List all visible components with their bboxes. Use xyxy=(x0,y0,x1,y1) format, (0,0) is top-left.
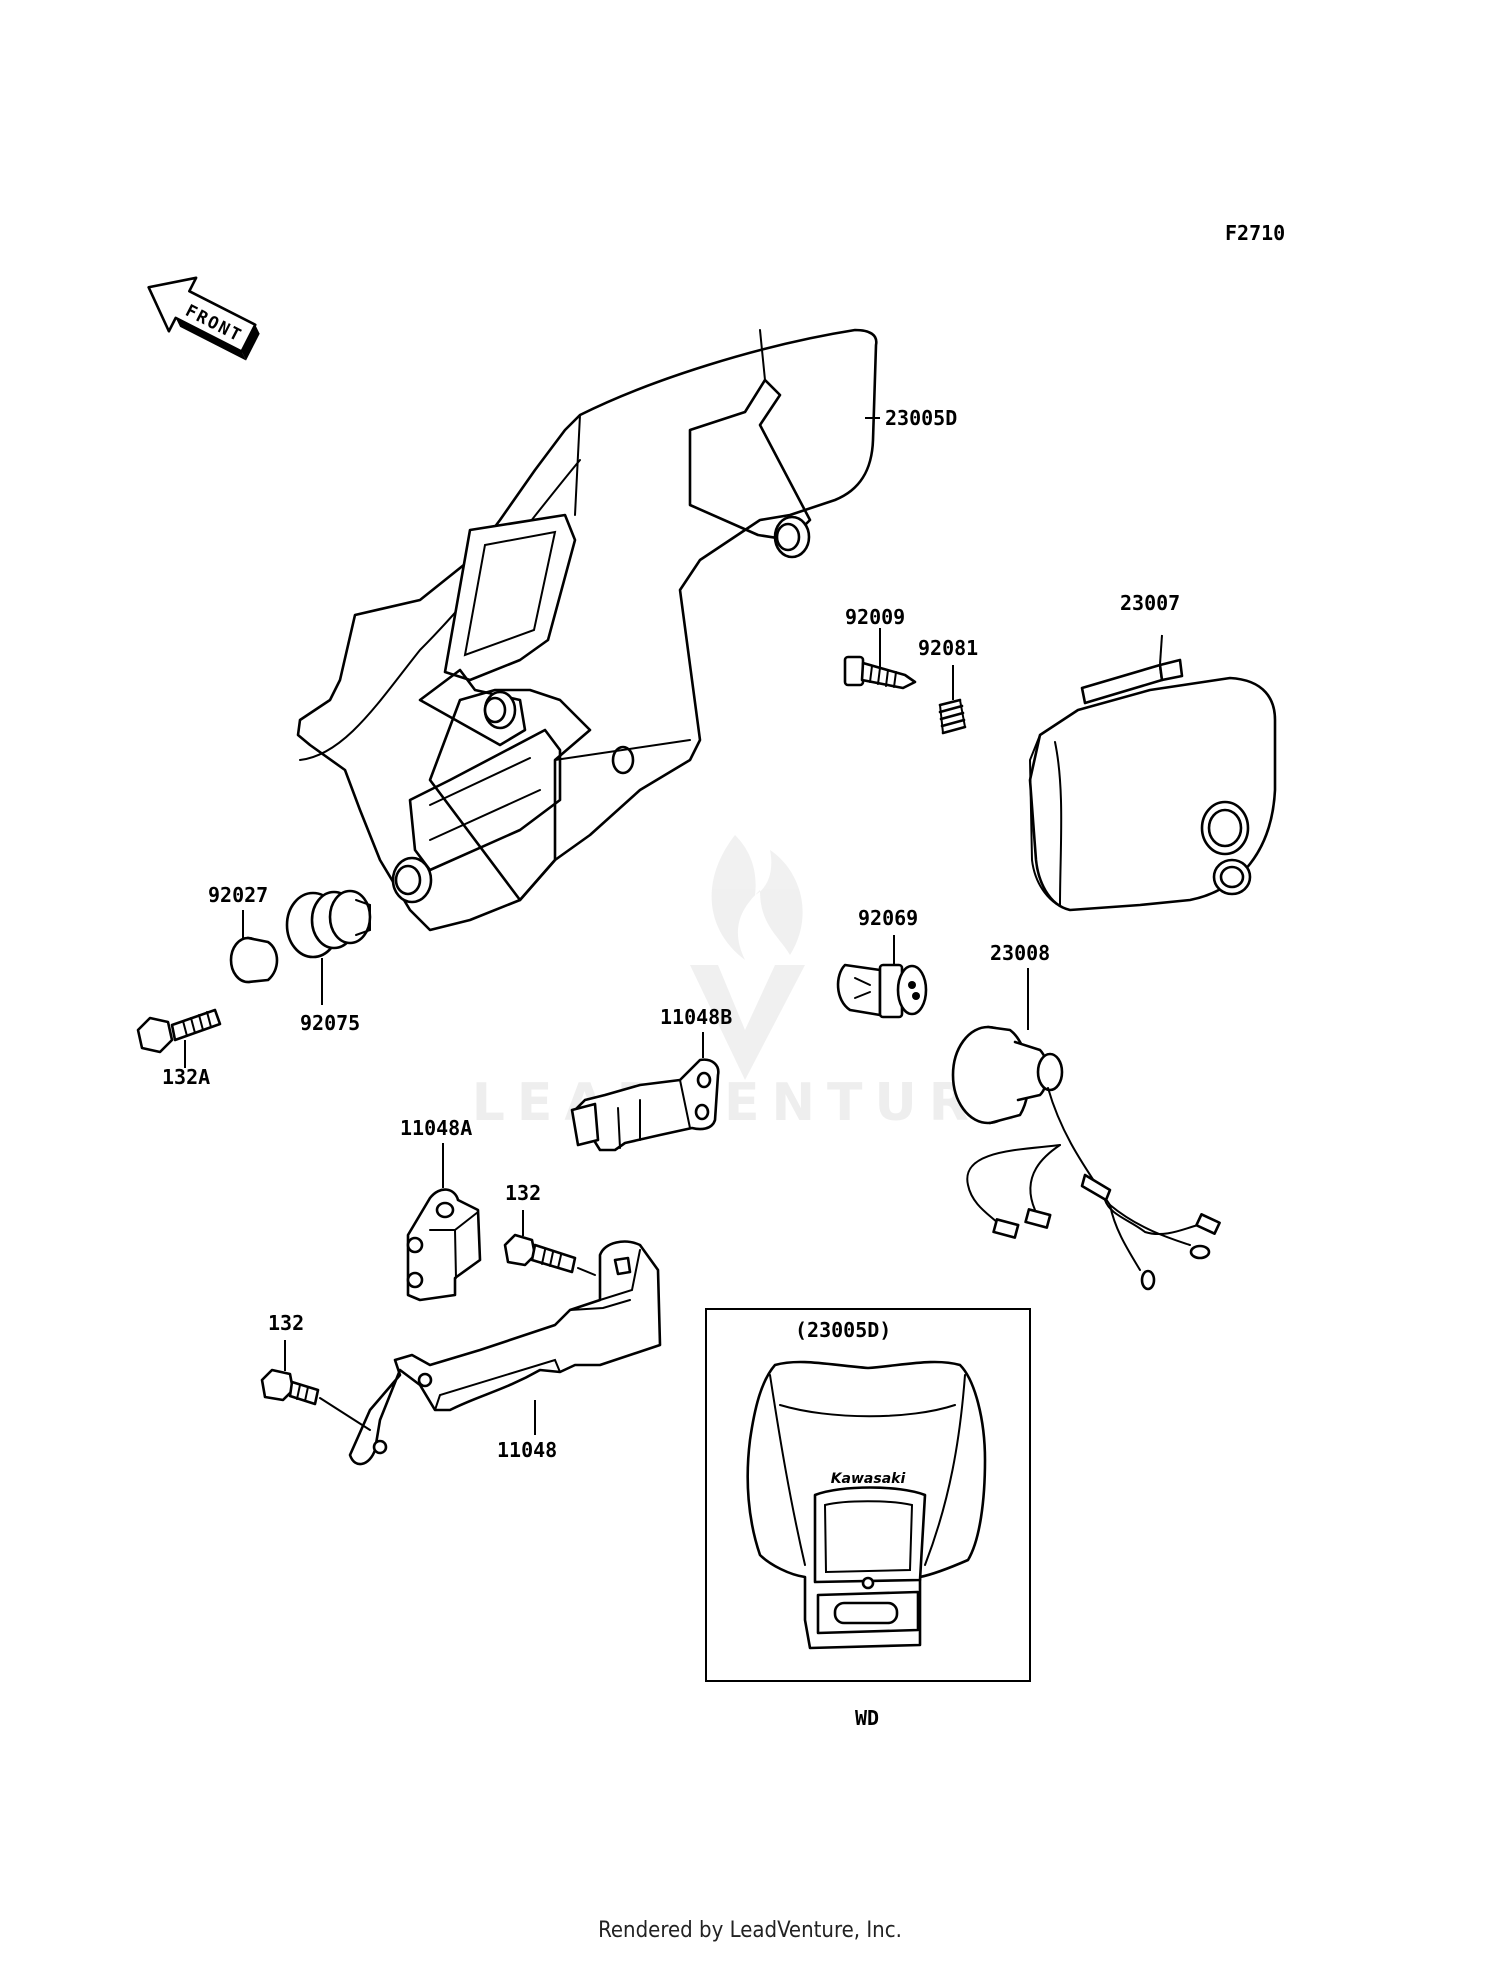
bracket-part xyxy=(348,1240,662,1466)
callout-11048: 11048 xyxy=(497,1438,557,1462)
callout-23008: 23008 xyxy=(990,941,1050,965)
callout-11048A: 11048A xyxy=(400,1116,472,1140)
collar-part xyxy=(229,936,279,984)
bolt-lower-part xyxy=(260,1368,371,1431)
socket-part xyxy=(951,1025,1221,1291)
bracket-b-part xyxy=(570,1058,720,1152)
callout-92075: 92075 xyxy=(300,1011,360,1035)
callout-132A: 132A xyxy=(162,1065,210,1089)
bulb-part xyxy=(836,963,928,1019)
diagram-id: F2710 xyxy=(1225,221,1285,245)
callout-92027: 92027 xyxy=(208,883,268,907)
bolt-a-part xyxy=(136,1008,222,1054)
headlight-cover-part xyxy=(296,328,878,932)
inset-number-plate-part: Kawasaki xyxy=(746,1360,987,1650)
screw-part xyxy=(843,655,917,690)
callout-92009: 92009 xyxy=(845,605,905,629)
inset-caption: WD xyxy=(855,1706,879,1730)
inset-box: (23005D) Kawasaki WD xyxy=(705,1308,1031,1730)
leadventure-watermark: LEADVENTURE xyxy=(472,835,1029,1133)
headlight-unit-part xyxy=(1028,658,1277,912)
callout-132-lower: 132 xyxy=(268,1311,304,1335)
callout-11048B: 11048B xyxy=(660,1005,732,1029)
inset-title: (23005D) xyxy=(795,1318,891,1342)
bolt-upper-part xyxy=(503,1233,596,1276)
front-arrow-icon: FRONT xyxy=(147,276,260,361)
grommet-part xyxy=(285,889,372,959)
callout-132-upper: 132 xyxy=(505,1181,541,1205)
bracket-a-part xyxy=(406,1188,482,1302)
footer-credit: Rendered by LeadVenture, Inc. xyxy=(598,1918,902,1943)
callout-92081: 92081 xyxy=(918,636,978,660)
watermark-text: LEADVENTURE xyxy=(472,1073,1029,1133)
callout-23007: 23007 xyxy=(1120,591,1180,615)
callout-92069: 92069 xyxy=(858,906,918,930)
spring-part xyxy=(938,698,967,735)
inset-brand-label: Kawasaki xyxy=(831,1471,906,1487)
callout-23005D: 23005D xyxy=(885,406,957,430)
